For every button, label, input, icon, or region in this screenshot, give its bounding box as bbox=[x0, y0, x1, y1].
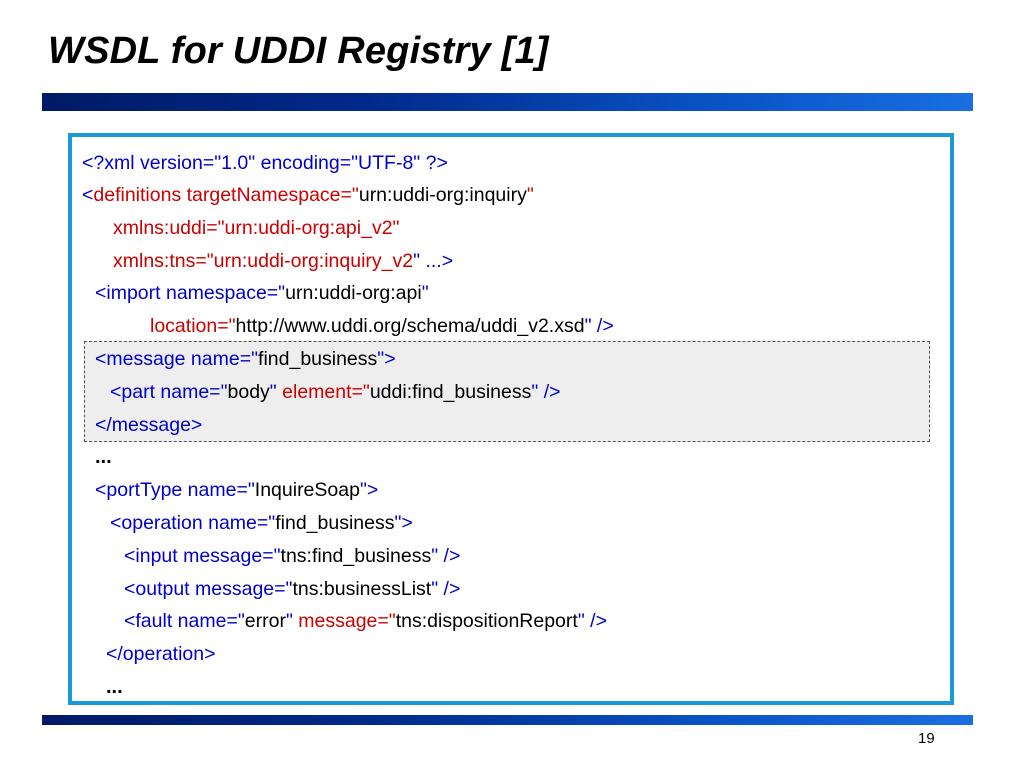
footer-bar bbox=[42, 715, 973, 725]
code-line-ellipsis-2: ... bbox=[106, 676, 123, 698]
code-line-message-open: <message name="find_business"> bbox=[95, 348, 396, 370]
code-line-operation-open: <operation name="find_business"> bbox=[110, 512, 413, 534]
code-line-message-close: </message> bbox=[95, 414, 203, 436]
page-number: 19 bbox=[918, 730, 935, 747]
code-line-xml-decl: <?xml version="1.0" encoding="UTF-8" ?> bbox=[82, 152, 448, 174]
code-line-output: <output message="tns:businessList" /> bbox=[124, 578, 461, 600]
slide-title: WSDL for UDDI Registry [1] bbox=[48, 30, 549, 72]
code-line-xmlns-uddi: xmlns:uddi="urn:uddi-org:api_v2" bbox=[113, 217, 400, 239]
code-line-import: <import namespace="urn:uddi-org:api" bbox=[95, 282, 429, 304]
code-line-operation-close: </operation> bbox=[106, 643, 216, 665]
title-underline-bar bbox=[42, 93, 973, 111]
code-line-definitions: <definitions targetNamespace="urn:uddi-o… bbox=[82, 184, 534, 206]
code-line-porttype: <portType name="InquireSoap"> bbox=[95, 479, 379, 501]
code-line-part: <part name="body" element="uddi:find_bus… bbox=[110, 381, 561, 403]
highlighted-message-block bbox=[84, 341, 930, 442]
code-line-xmlns-tns: xmlns:tns="urn:uddi-org:inquiry_v2" ...> bbox=[113, 250, 454, 272]
code-line-location: location="http://www.uddi.org/schema/udd… bbox=[150, 315, 614, 337]
code-line-fault: <fault name="error" message="tns:disposi… bbox=[124, 610, 607, 632]
code-line-ellipsis-1: ... bbox=[95, 446, 112, 468]
code-line-input: <input message="tns:find_business" /> bbox=[124, 545, 461, 567]
